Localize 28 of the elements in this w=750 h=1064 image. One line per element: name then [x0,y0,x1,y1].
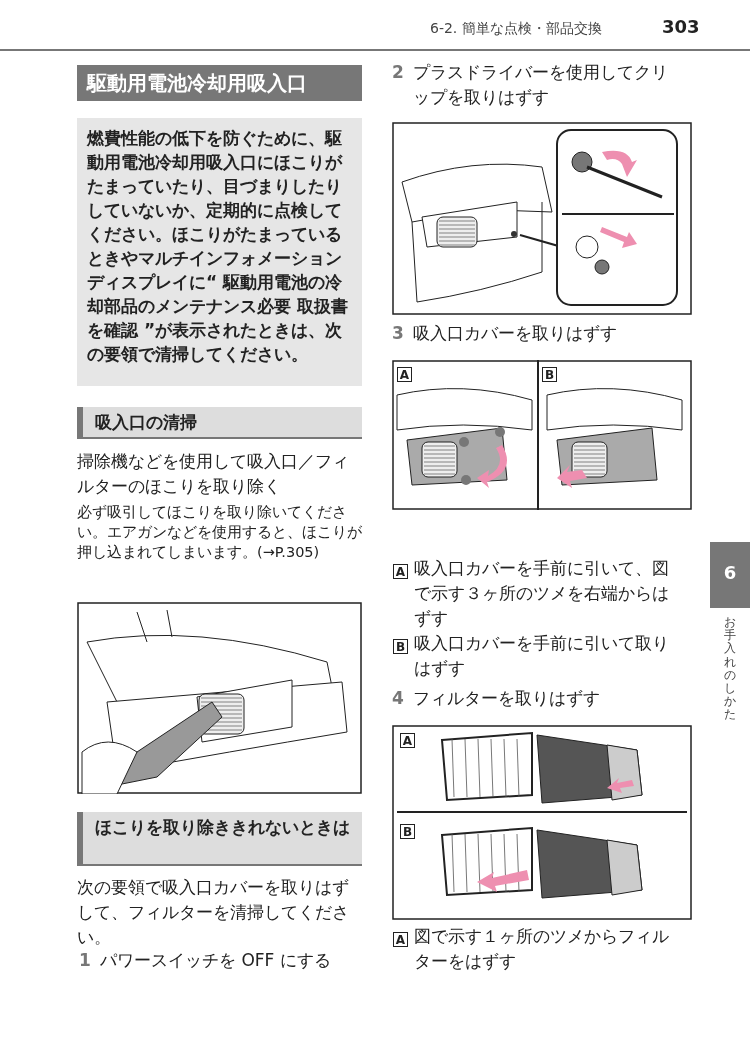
step-text: 吸入口カバーを取りはずす [413,322,618,345]
page-number: 303 [662,16,701,37]
figure-letter: B [400,824,415,839]
figure-letter: B [393,639,408,654]
note-text: 必ず吸引してほこりを取り除いてください。エアガンなどを使用すると、ほこりが押し込まれてしまいます。(→P.305) [77,503,362,562]
section-title-band: 駆動用電池冷却用吸入口 [77,65,362,101]
figure-letter: B [542,367,557,382]
step-number: 3 [392,322,405,345]
running-header: 6-2. 簡単な点検・部品交換 [430,20,603,38]
subsection-heading-band: 吸入口の清掃 [77,407,362,439]
step-text: パワースイッチを OFF にする [100,949,332,972]
figure-letter: A [400,733,415,748]
figure-letter: A [397,367,412,382]
step-text: フィルターを取りはずす [413,687,601,710]
subsection-heading-band: ほこりを取り除ききれないときは [77,812,362,866]
paragraph: 次の要領で吸入口カバーを取りはずして、フィルターを清掃してください。 [77,876,350,949]
chapter-tab: 6 [710,542,750,608]
step-number: 2 [392,61,405,84]
instruction-text: 吸入口カバーを手前に引いて、図で示す３ヶ所のツメを右端からはずす [414,557,670,630]
step-heading: 掃除機などを使用して吸入口／フィルターのほこりを取り除く [77,450,350,498]
step-text: プラスドライバーを使用してクリップを取りはずす [413,61,669,109]
instruction-text: 吸入口カバーを手前に引いて取りはずす [414,632,670,680]
step-number: 1 [79,949,92,972]
figure-letter: A [393,932,408,947]
instruction-text: 図で示す１ヶ所のツメからフィルターをはずす [414,925,670,973]
notice-panel: 燃費性能の低下を防ぐために、駆動用電池冷却用吸入口にほこりがたまっていたり、目づまりしたりしていないか、定期的に点検してください。ほこりがたまっているときやマルチインフォメーションディスプレイに“ 駆動用電池の冷却部品のメンテナンス必要 取扱書を確認 ”が表示されたときは、次の要領で清掃してください。 [77,118,362,386]
step-number: 4 [392,687,405,710]
figure-letter: A [393,564,408,579]
